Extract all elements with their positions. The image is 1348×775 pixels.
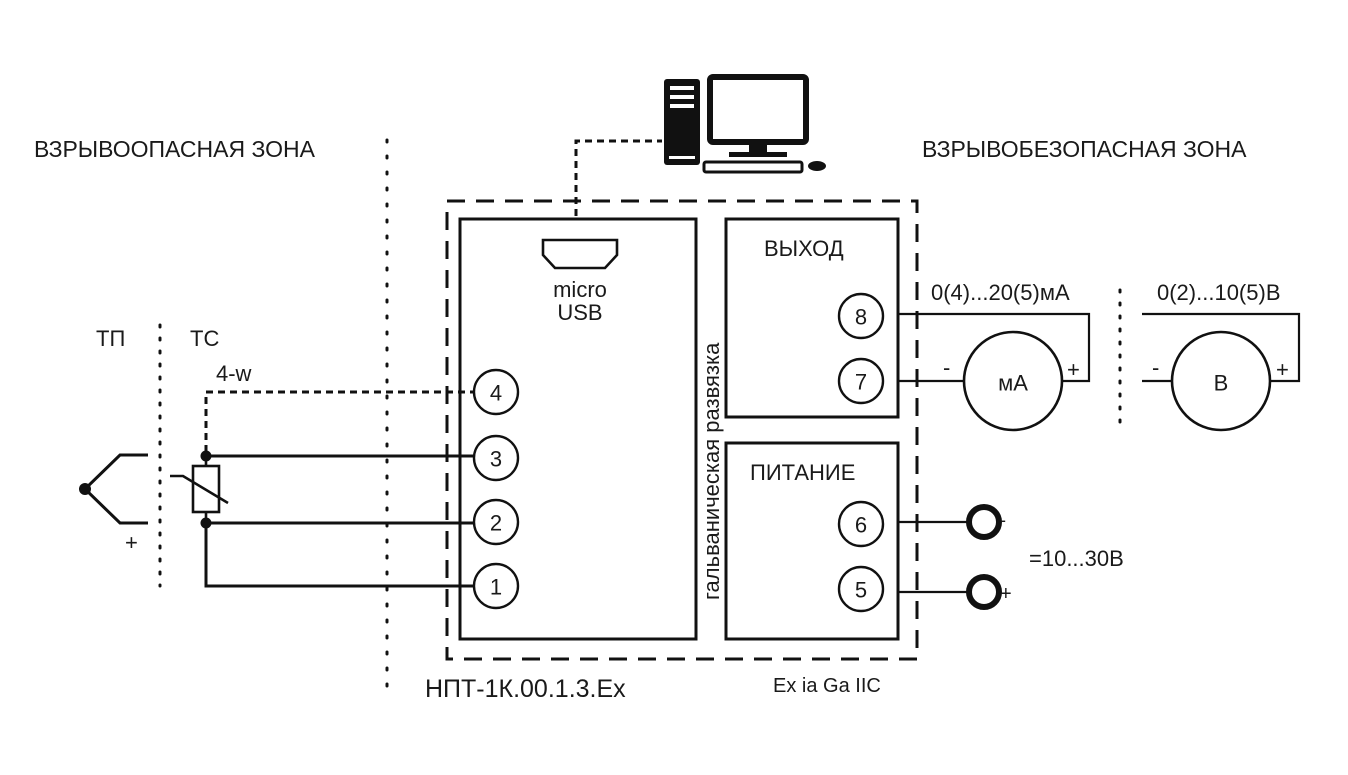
- usb-cable: [574, 139, 662, 240]
- wire-terminal-1: [204, 523, 474, 588]
- thermocouple-plus: +: [125, 530, 138, 555]
- power-block-title: ПИТАНИЕ: [750, 460, 855, 485]
- input-terminal-3: 3: [472, 434, 520, 482]
- svg-text:7: 7: [855, 370, 867, 395]
- thermocouple-symbol: [79, 453, 148, 525]
- power-plus: +: [1000, 583, 1012, 605]
- svg-text:В: В: [1214, 371, 1229, 396]
- wire-terminal-8: [898, 312, 1091, 383]
- svg-text:8: 8: [855, 305, 867, 330]
- input-terminal-1: 1: [472, 562, 520, 610]
- svg-text:5: 5: [855, 578, 867, 603]
- micro-usb-connector: [541, 238, 619, 270]
- power-terminal-5: 5: [837, 565, 885, 613]
- voltage-loop-wire-positive: [1142, 312, 1301, 383]
- milliammeter-plus: +: [1067, 357, 1080, 382]
- voltage-range-label: 0(2)...10(5)В: [1157, 280, 1281, 305]
- svg-text:мА: мА: [998, 371, 1028, 396]
- device-enclosure: [445, 199, 919, 661]
- milliammeter: мА: [962, 330, 1064, 432]
- voltmeter-plus: +: [1276, 357, 1289, 382]
- safe-zone-label: ВЗРЫВОБЕЗОПАСНАЯ ЗОНА: [922, 136, 1247, 162]
- output-terminal-8: 8: [837, 292, 885, 340]
- svg-text:4: 4: [490, 381, 502, 406]
- protection-label: Ex ia Ga IIC: [773, 675, 881, 697]
- thermocouple-label: ТП: [96, 326, 125, 351]
- rtd-label: ТС: [190, 326, 219, 351]
- power-voltage-label: =10...30В: [1029, 546, 1124, 571]
- svg-text:1: 1: [490, 575, 502, 600]
- milliammeter-minus: -: [943, 355, 950, 380]
- hazardous-zone-label: ВЗРЫВООПАСНАЯ ЗОНА: [34, 136, 316, 162]
- svg-text:3: 3: [490, 447, 502, 472]
- power-minus: -: [1000, 510, 1006, 530]
- isolation-label: гальваническая развязка: [699, 342, 724, 600]
- usb-label-line1: micro: [553, 277, 607, 302]
- power-terminal-positive: [966, 574, 1002, 610]
- voltmeter-minus: -: [1152, 355, 1159, 380]
- wire-terminal-4: [204, 390, 474, 452]
- device-model-label: НПТ-1К.00.1.3.Ex: [425, 675, 626, 703]
- input-terminal-2: 2: [472, 498, 520, 546]
- rtd-symbol: [170, 450, 229, 529]
- power-terminal-negative: [966, 504, 1002, 540]
- rtd-wiring-label: 4-w: [216, 361, 252, 386]
- desktop-computer-icon: [664, 74, 826, 174]
- usb-label-line2: USB: [557, 300, 602, 325]
- input-terminal-4: 4: [472, 368, 520, 416]
- svg-text:6: 6: [855, 513, 867, 538]
- current-range-label: 0(4)...20(5)мА: [931, 280, 1070, 305]
- output-terminal-7: 7: [837, 357, 885, 405]
- voltmeter: В: [1170, 330, 1272, 432]
- power-terminal-6: 6: [837, 500, 885, 548]
- output-block-title: ВЫХОД: [764, 236, 844, 261]
- svg-text:2: 2: [490, 511, 502, 536]
